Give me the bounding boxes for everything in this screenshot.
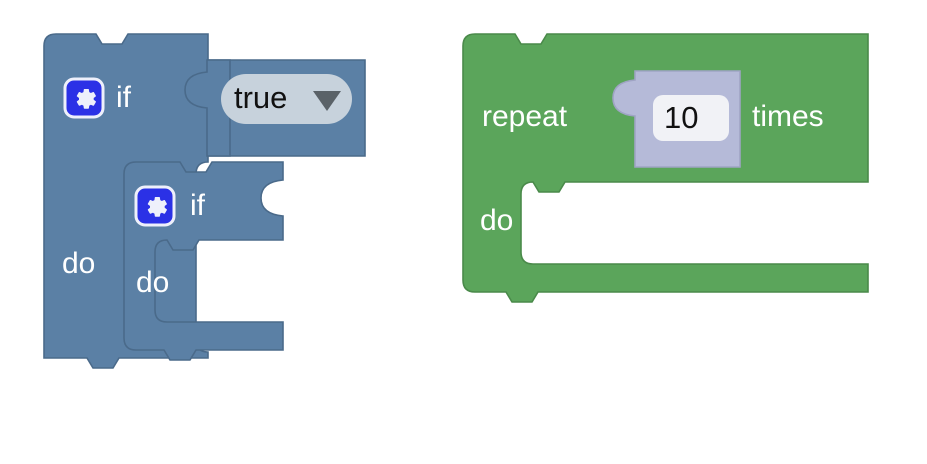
do-label-outer: do xyxy=(62,247,95,280)
block-controls-repeat[interactable]: repeat 10 times do xyxy=(462,33,869,303)
if-label-inner: if xyxy=(190,189,206,222)
condition-dropdown-field[interactable]: true xyxy=(221,74,352,124)
block-math-number[interactable]: 10 xyxy=(612,70,741,168)
times-label: times xyxy=(752,100,824,133)
repeat-label: repeat xyxy=(482,100,568,133)
mutator-gear-button-inner[interactable] xyxy=(134,185,176,227)
if-label-outer: if xyxy=(116,81,132,114)
block-shape-repeat[interactable] xyxy=(462,33,869,303)
number-field-value: 10 xyxy=(664,100,698,135)
dropdown-background[interactable] xyxy=(221,74,352,124)
chevron-down-icon[interactable] xyxy=(313,91,341,111)
mutator-gear-button-outer[interactable] xyxy=(63,77,105,119)
dropdown-value-text: true xyxy=(234,80,287,115)
do-label-repeat: do xyxy=(480,204,513,237)
do-label-inner: do xyxy=(136,266,169,299)
block-controls-if-inner[interactable]: if do xyxy=(123,161,284,361)
value-connector-if-outer xyxy=(184,59,231,157)
number-field-background[interactable] xyxy=(653,95,729,141)
